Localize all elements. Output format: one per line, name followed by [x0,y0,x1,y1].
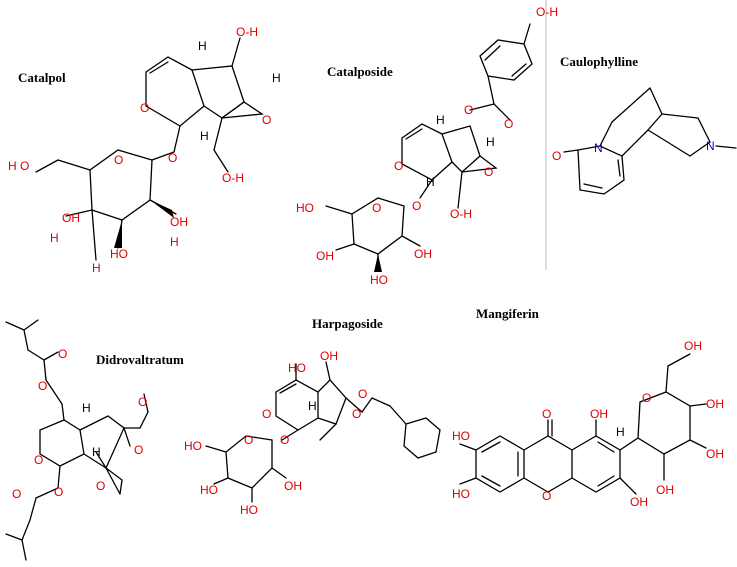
caulophylline-structure: O N N [552,87,737,195]
harpagoside-title: Harpagoside [312,316,383,331]
atom-o: O [168,151,177,165]
atom-h: H [92,445,101,459]
atom-oh: O-H [236,25,258,39]
atom-o: O [504,117,513,131]
atom-oh: OH [414,247,432,261]
atom-ho: HO [200,483,218,497]
atom-o: O [96,479,105,493]
atom-oh: OH [706,447,724,461]
atom-o: O [412,199,421,213]
atom-h: H [272,71,281,85]
caulophylline-title: Caulophylline [560,54,638,69]
catalpol-title: Catalpol [18,70,66,85]
atom-ho: HO [370,273,388,287]
atom-o: O [464,103,473,117]
atom-o: O [358,387,367,401]
atom-h: H [426,175,435,189]
didrovaltratum-structure: O O O O O O O O H H [5,319,149,561]
atom-oh: OH [630,495,648,509]
atom-h: H [92,261,101,275]
catalposide-title: Catalposide [327,64,393,79]
atom-ho: HO [452,487,470,501]
atom-oh: OH [170,215,188,229]
atom-o: O [280,433,289,447]
mangiferin-title: Mangiferin [476,306,540,321]
atom-o: O [58,347,67,361]
atom-o: O [54,485,63,499]
atom-o: O [262,407,271,421]
catalposide-structure: O-H O O H H O O H O O-H O HO OH HO OH [296,5,558,287]
atom-ho: HO [288,361,306,375]
atom-h: H [200,129,209,143]
atom-o: O [38,379,47,393]
atom-h: H [198,39,207,53]
atom-h: H [170,235,179,249]
atom-oh: OH [656,483,674,497]
atom-h: H [436,113,445,127]
harpagoside-structure: HO OH O O O O O HO HO HO OH H [184,349,441,517]
didrovaltratum-title: Didrovaltratum [96,352,184,367]
atom-o: O [372,201,381,215]
mangiferin-structure: O OH O HO HO OH O OH OH OH OH H [452,339,724,509]
atom-h: H [50,231,59,245]
atom-h: H [82,401,91,415]
atom-h: H [616,425,625,439]
atom-oh: O-H [536,5,558,19]
atom-ho: HO [184,439,202,453]
atom-o: O [34,453,43,467]
atom-oh: OH [320,349,338,363]
atom-oh: O-H [222,171,244,185]
atom-oh: OH [284,479,302,493]
atom-o: O [140,101,149,115]
atom-ho: HO [452,429,470,443]
atom-o: O [134,443,143,457]
atom-o: O [138,395,147,409]
catalpol-structure: O O O-H H H H O-H O O H O OH H HO H OH H [8,25,281,275]
atom-o: O [484,165,493,179]
atom-o: O [394,159,403,173]
atom-oh: OH [62,211,80,225]
atom-n: N [706,139,715,153]
atom-ho: H O [8,159,29,173]
atom-oh: OH [316,249,334,263]
atom-o: O [262,113,271,127]
atom-n: N [594,141,603,155]
atom-ho: HO [296,201,314,215]
atom-ho: HO [240,503,258,517]
atom-oh: OH [590,407,608,421]
atom-o: O [542,407,551,421]
atom-oh: O-H [450,207,472,221]
atom-o: O [542,489,551,503]
atom-h: H [486,135,495,149]
atom-ho: HO [110,247,128,261]
atom-o: O [352,407,361,421]
atom-o: O [244,433,253,447]
atom-o: O [552,149,561,163]
atom-o: O [12,487,21,501]
atom-h: H [308,399,317,413]
atom-o: O [642,391,651,405]
atom-oh: OH [684,339,702,353]
atom-oh: OH [706,397,724,411]
atom-o: O [114,153,123,167]
